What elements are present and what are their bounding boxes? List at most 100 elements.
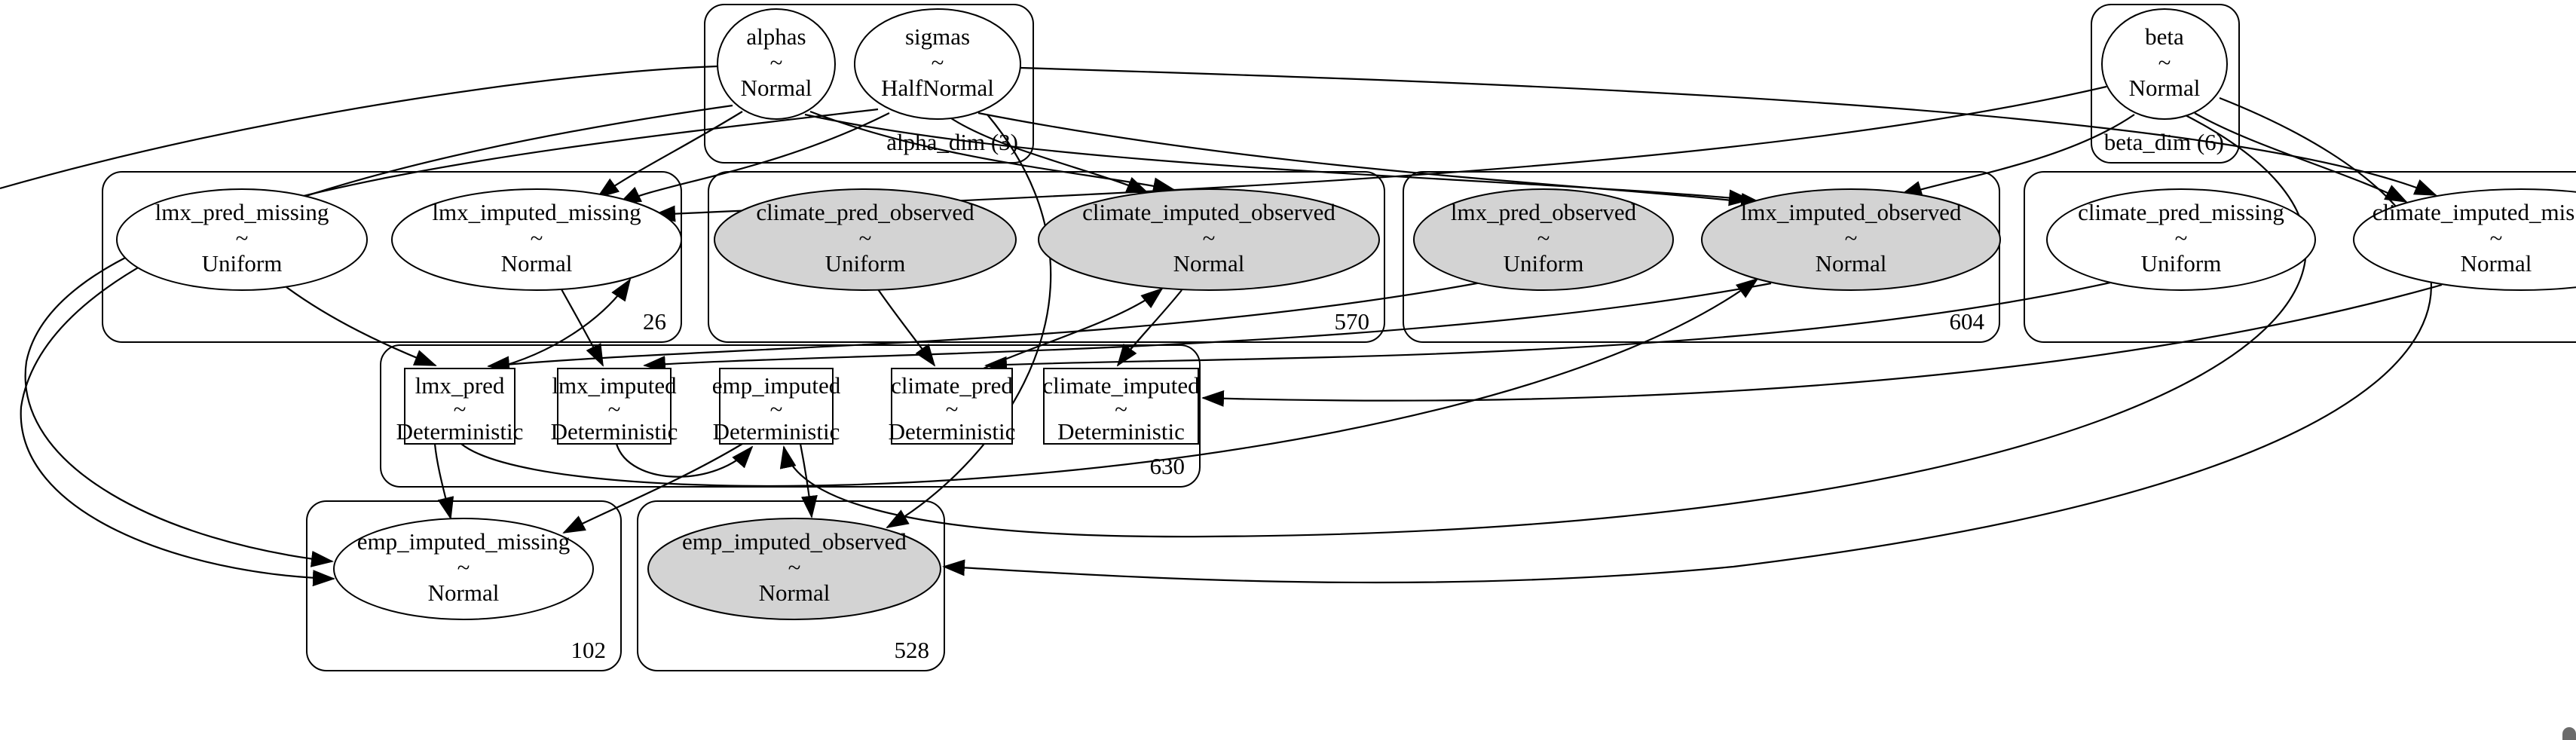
node-lmx_imputed_observed xyxy=(1701,188,2001,291)
plate-plate_right xyxy=(2024,171,2576,343)
plate-alpha_dim xyxy=(704,4,1034,164)
plate-label-plate_528: 528 xyxy=(895,637,930,663)
node-tilde-alphas: ~ xyxy=(770,49,783,75)
edge-climate_pred_missing-to-climate_pred xyxy=(984,281,2111,373)
edge-climate_pred-to-climate_imputed_observed xyxy=(983,287,1164,370)
scrollbar-thumb[interactable] xyxy=(2562,727,2576,740)
node-dist-climate_imputed_observed: Normal xyxy=(1173,250,1245,277)
node-beta xyxy=(2101,8,2228,120)
node-climate_imputed xyxy=(1043,368,1199,445)
edge-beta-to-emp_imputed xyxy=(779,115,2307,538)
node-lmx_pred_missing xyxy=(116,188,368,291)
node-name-sigmas: sigmas xyxy=(905,23,970,50)
node-tilde-sigmas: ~ xyxy=(932,49,944,75)
node-name-climate_pred_missing: climate_pred_missing xyxy=(2078,199,2284,225)
node-dist-beta: Normal xyxy=(2129,75,2201,101)
node-name-climate_imputed_missing: climate_imputed_mis xyxy=(2373,199,2575,225)
node-tilde-emp_imputed_missing: ~ xyxy=(457,554,470,580)
node-tilde-lmx_pred_observed: ~ xyxy=(1537,225,1550,251)
node-tilde-lmx_pred_missing: ~ xyxy=(236,225,249,251)
edges-layer xyxy=(0,65,2443,587)
node-name-beta: beta xyxy=(2145,23,2184,50)
node-dist-emp_imputed_missing: Normal xyxy=(428,579,500,606)
node-dist-climate_imputed: Deterministic xyxy=(1057,418,1185,445)
node-tilde-lmx_pred: ~ xyxy=(454,396,467,422)
node-tilde-climate_pred: ~ xyxy=(946,396,959,422)
node-name-lmx_imputed: lmx_imputed xyxy=(552,372,677,399)
edge-emp_imputed-to-emp_imputed_observed xyxy=(799,443,818,518)
node-lmx_imputed_missing xyxy=(391,188,682,291)
node-name-lmx_imputed_observed: lmx_imputed_observed xyxy=(1741,199,1962,225)
edge-lmx_pred-to-emp_imputed_missing xyxy=(433,443,454,520)
node-dist-climate_pred_observed: Uniform xyxy=(825,250,906,277)
node-climate_pred xyxy=(891,368,1013,445)
plate-label-plate_102: 102 xyxy=(571,637,607,663)
edge-beta-to-climate_imputed_missing xyxy=(2194,112,2408,203)
edge-climate_imputed_observed-to-climate_imputed xyxy=(1116,289,1182,367)
node-lmx_pred xyxy=(404,368,516,445)
plate-plate_102 xyxy=(306,500,622,671)
node-dist-lmx_pred: Deterministic xyxy=(396,418,524,445)
node-dist-lmx_imputed: Deterministic xyxy=(551,418,678,445)
plate-plate_604 xyxy=(1403,171,2000,343)
node-name-alphas: alphas xyxy=(746,23,806,50)
plate-plate_528 xyxy=(637,500,945,671)
edge-lmx_imputed-to-emp_imputed xyxy=(615,443,754,478)
node-name-lmx_pred_missing: lmx_pred_missing xyxy=(155,199,329,225)
node-dist-lmx_imputed_observed: Normal xyxy=(1816,250,1887,277)
node-name-emp_imputed: emp_imputed xyxy=(712,372,841,399)
plate-beta_dim xyxy=(2091,4,2240,164)
edge-alphas-to-climate_imputed_observed xyxy=(809,110,1176,194)
node-tilde-climate_imputed_missing: ~ xyxy=(2490,225,2503,251)
plate-label-plate_630: 630 xyxy=(1150,453,1186,479)
edge-emp_imputed-to-emp_imputed_missing xyxy=(562,443,743,534)
node-dist-alphas: Normal xyxy=(741,75,812,101)
node-climate_pred_observed xyxy=(714,188,1017,291)
node-dist-lmx_imputed_missing: Normal xyxy=(501,250,573,277)
node-lmx_pred_observed xyxy=(1413,188,1674,291)
plate-label-beta_dim: beta_dim (6) xyxy=(2104,129,2224,155)
node-name-emp_imputed_observed: emp_imputed_observed xyxy=(682,528,907,555)
plate-plate_630 xyxy=(380,344,1201,488)
edge-lmx_imputed_observed-to-lmx_imputed xyxy=(643,282,1772,373)
edge-sigmas-to-lmx_imputed_observed xyxy=(977,112,1764,209)
node-dist-lmx_pred_missing: Uniform xyxy=(202,250,283,277)
node-dist-climate_pred_missing: Uniform xyxy=(2141,250,2222,277)
node-dist-sigmas: HalfNormal xyxy=(881,75,994,101)
node-tilde-climate_imputed_observed: ~ xyxy=(1203,225,1216,251)
edge-sigmas-to-emp_imputed_missing xyxy=(24,108,879,567)
edge-edge-sweep-to-alphas xyxy=(0,65,718,190)
node-tilde-emp_imputed: ~ xyxy=(770,396,783,422)
edge-sigmas-to-climate_imputed_missing xyxy=(1020,66,2437,197)
edge-sigmas-to-emp_imputed_observed xyxy=(886,114,1052,529)
edge-lmx_pred-to-lmx_imputed_observed xyxy=(460,277,1759,487)
node-name-emp_imputed_missing: emp_imputed_missing xyxy=(357,528,570,555)
node-tilde-climate_pred_observed: ~ xyxy=(859,225,872,251)
node-name-climate_imputed: climate_imputed xyxy=(1042,372,1200,399)
node-dist-climate_pred: Deterministic xyxy=(889,418,1016,445)
plate-label-plate_570: 570 xyxy=(1335,308,1370,335)
node-name-climate_pred_observed: climate_pred_observed xyxy=(756,199,974,225)
node-name-lmx_pred: lmx_pred xyxy=(415,372,505,399)
node-climate_imputed_observed xyxy=(1038,188,1380,291)
edge-sigmas-to-climate_imputed_observed xyxy=(950,118,1149,194)
edge-lmx_pred_observed-to-lmx_pred xyxy=(487,281,1482,373)
node-climate_imputed_missing xyxy=(2353,188,2576,291)
edge-lmx_imputed_missing-to-lmx_imputed xyxy=(561,289,604,367)
node-emp_imputed xyxy=(719,368,834,445)
node-lmx_imputed xyxy=(557,368,672,445)
edge-alphas-to-lmx_imputed_missing xyxy=(596,111,743,199)
node-tilde-emp_imputed_observed: ~ xyxy=(788,554,801,580)
node-sigmas xyxy=(854,8,1021,120)
node-emp_imputed_missing xyxy=(333,518,594,620)
edge-lmx_pred_missing-to-lmx_pred xyxy=(286,286,437,367)
node-alphas xyxy=(717,8,836,120)
node-tilde-climate_pred_missing: ~ xyxy=(2175,225,2188,251)
node-tilde-lmx_imputed_observed: ~ xyxy=(1845,225,1858,251)
edge-sigmas-to-lmx_imputed_missing xyxy=(618,112,890,204)
node-dist-climate_imputed_missing: Normal xyxy=(2461,250,2532,277)
node-dist-emp_imputed_observed: Normal xyxy=(759,579,831,606)
edge-climate_imputed_missing-to-climate_imputed xyxy=(1201,283,2443,407)
